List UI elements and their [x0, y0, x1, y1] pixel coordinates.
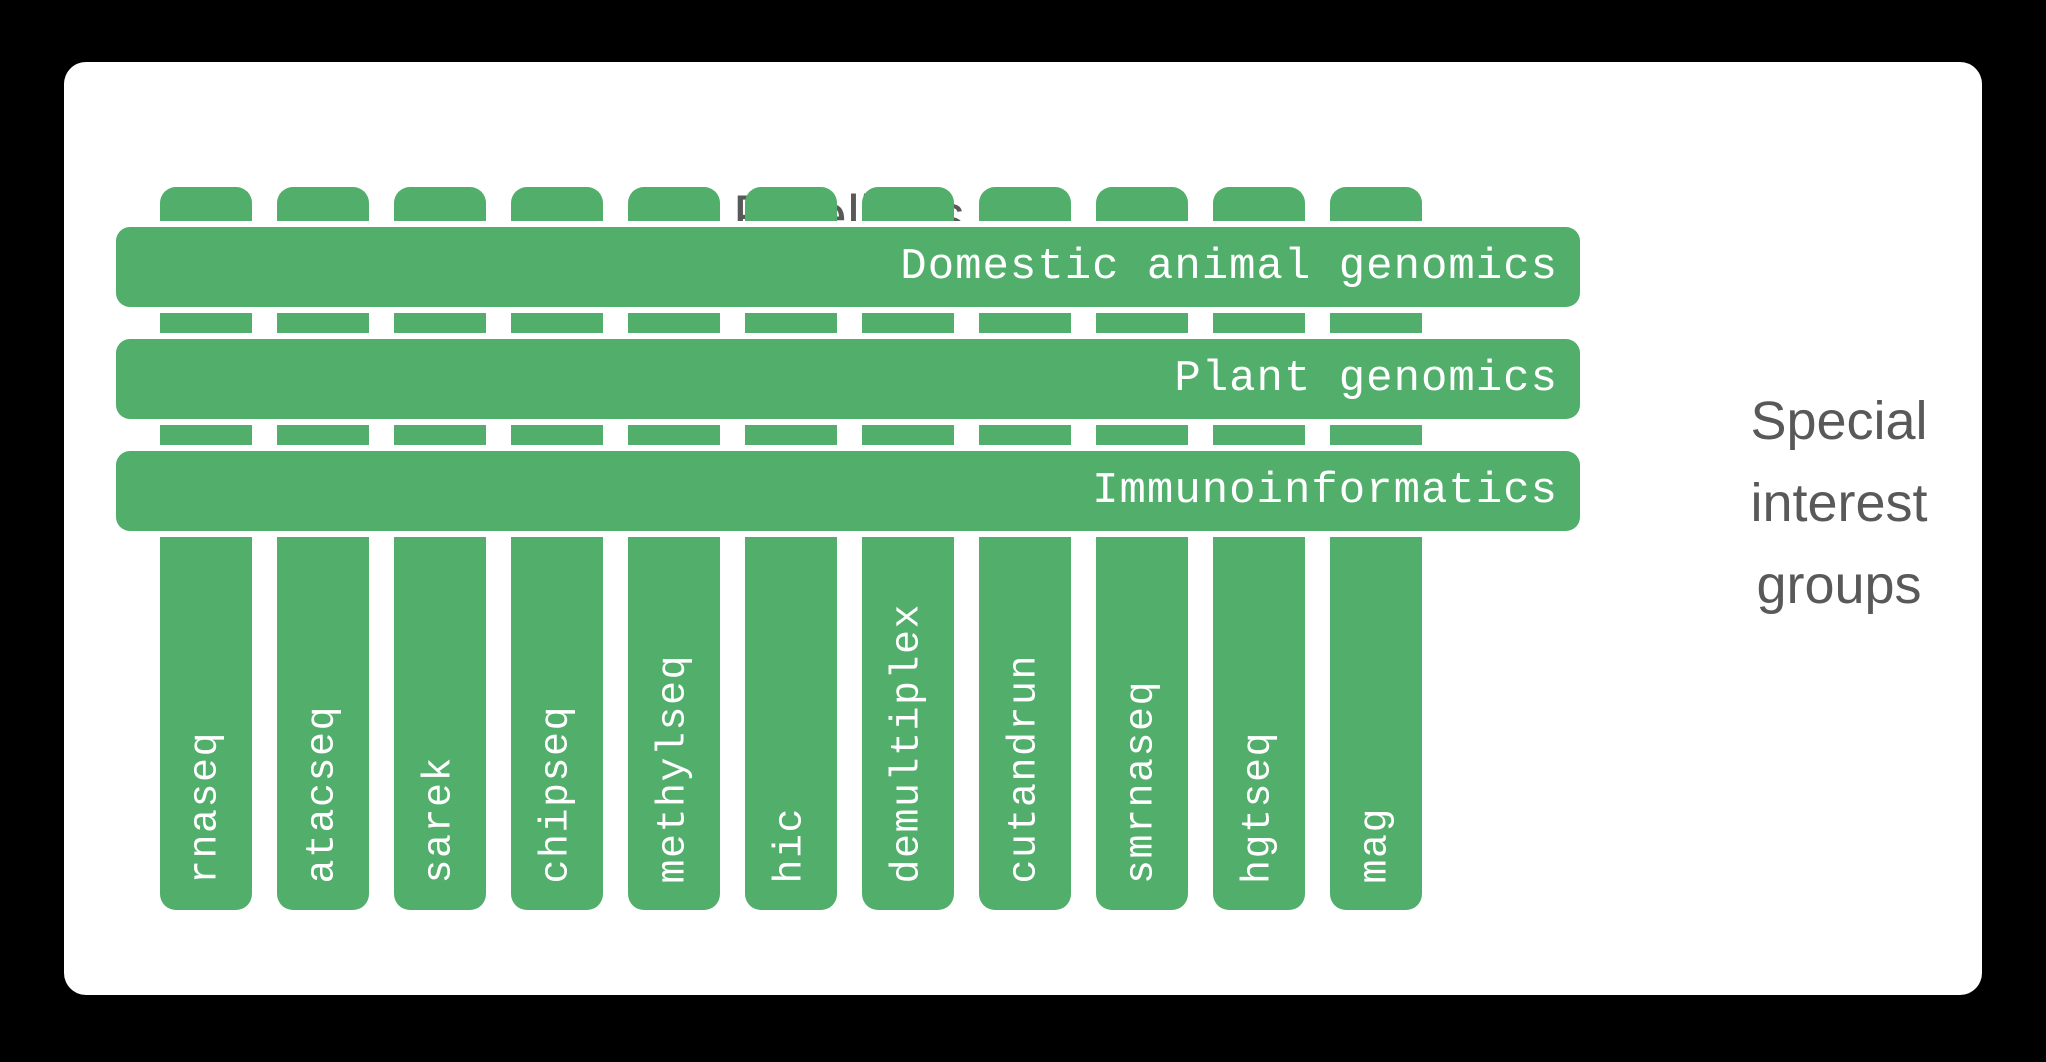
pipeline-label: hic: [768, 807, 814, 884]
pipeline-label: hgtseq: [1236, 730, 1282, 884]
special-interest-group-bar[interactable]: Domestic animal genomics: [116, 227, 1580, 307]
pipeline-label: smrnaseq: [1119, 679, 1165, 884]
caption-line-3: groups: [1756, 555, 1922, 615]
special-interest-group-label: Plant genomics: [1174, 354, 1558, 404]
weave-separator: [116, 531, 1580, 537]
pipeline-label: rnaseq: [183, 730, 229, 884]
pipeline-label: cutandrun: [1002, 654, 1048, 884]
special-interest-group-bar[interactable]: Plant genomics: [116, 339, 1580, 419]
diagram-card: Pipelines Special interest groups rnaseq…: [64, 62, 1982, 995]
weave-separator: [116, 307, 1580, 313]
pipelines-sig-matrix: rnaseq atacseq sarek chipseq methylseq hic dem…: [64, 62, 1982, 995]
pipeline-label: sarek: [417, 756, 463, 884]
caption-line-2: interest: [1750, 473, 1928, 533]
special-interest-group-label: Domestic animal genomics: [900, 242, 1558, 292]
pipeline-label: mag: [1353, 807, 1399, 884]
weave-separator: [116, 333, 1580, 339]
weave-separator: [116, 221, 1580, 227]
weave-separator: [116, 445, 1580, 451]
special-interest-group-bar[interactable]: Immunoinformatics: [116, 451, 1580, 531]
special-interest-group-label: Immunoinformatics: [1092, 466, 1558, 516]
caption-line-1: Special: [1750, 391, 1928, 451]
pipeline-label: chipseq: [534, 705, 580, 884]
special-interest-groups-caption: Special interest groups: [1714, 380, 1964, 626]
pipeline-label: demultiplex: [885, 603, 931, 884]
pipeline-label: methylseq: [651, 654, 697, 884]
weave-separator: [116, 419, 1580, 425]
pipeline-label: atacseq: [300, 705, 346, 884]
